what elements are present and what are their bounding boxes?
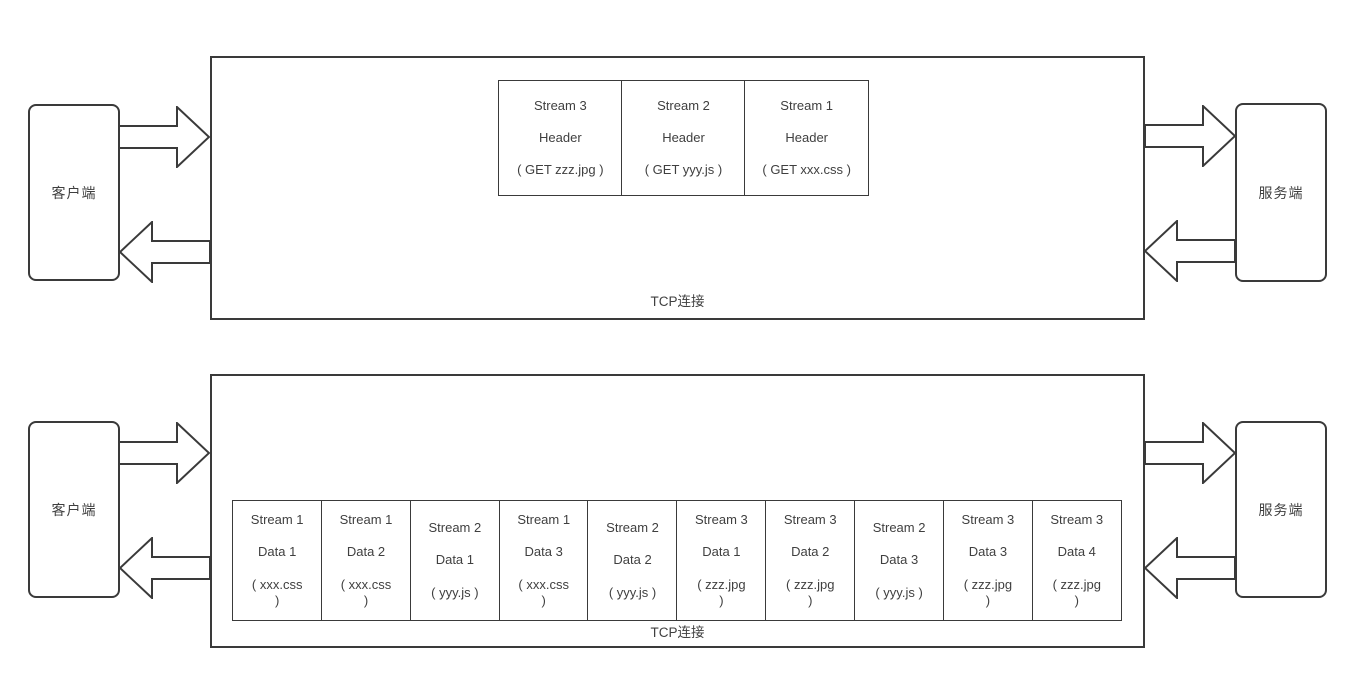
frame-payload-label: ( GET zzz.jpg ): [517, 162, 604, 178]
stream-frame: Stream 1 Data 2 ( xxx.css ): [320, 500, 412, 621]
frame-stream-label: Stream 2: [428, 520, 482, 536]
client-box: 客户端: [28, 421, 120, 598]
frame-payload-label: ( xxx.css ): [251, 576, 303, 608]
frame-stream-label: Stream 1: [517, 512, 571, 527]
frame-type-label: Data 1: [435, 552, 475, 568]
frame-type-label: Data 3: [524, 544, 563, 560]
frame-payload-label: ( yyy.js ): [431, 584, 479, 600]
frame-stream-label: Stream 2: [872, 520, 926, 536]
stream-frame: Stream 1 Data 1 ( xxx.css ): [232, 500, 323, 621]
request-right-arrow-icon: [118, 106, 210, 168]
frame-type-label: Data 2: [613, 552, 652, 568]
request-right-arrow-icon: [1144, 105, 1236, 167]
frame-payload-label: ( GET xxx.css ): [762, 162, 851, 178]
frame-payload-label: ( zzz.jpg ): [1052, 576, 1101, 608]
frame-stream-label: Stream 3: [533, 97, 587, 113]
frame-payload-label: ( yyy.js ): [608, 584, 657, 600]
stream-frame: Stream 1 Data 3 ( xxx.css ): [498, 500, 589, 621]
frame-type-label: Header: [662, 129, 705, 145]
stream-frame: Stream 2 Data 2 ( yyy.js ): [587, 500, 678, 621]
request-right-arrow-icon: [118, 422, 210, 484]
frame-stream-label: Stream 3: [783, 512, 837, 527]
client-box: 客户端: [28, 104, 120, 281]
frame-type-label: Data 3: [968, 544, 1008, 560]
tcp-connection-label: TCP连接: [650, 294, 705, 309]
client-label: 客户端: [51, 184, 97, 201]
frame-type-label: Header: [785, 129, 828, 145]
frame-type-label: Data 1: [702, 544, 741, 560]
frame-payload-label: ( zzz.jpg ): [786, 576, 835, 608]
frame-stream-label: Stream 3: [1050, 512, 1104, 527]
data-frames-row: Stream 1 Data 1 ( xxx.css ) Stream 1 Dat…: [232, 500, 1122, 621]
stream-frame: Stream 2 Data 1 ( yyy.js ): [409, 500, 501, 621]
server-box: 服务端: [1235, 103, 1327, 282]
stream-frame: Stream 1 Header ( GET xxx.css ): [744, 80, 870, 196]
tcp-connection-label: TCP连接: [650, 625, 705, 640]
frame-type-label: Data 4: [1057, 544, 1096, 560]
frame-type-label: Data 2: [346, 544, 386, 560]
frame-stream-label: Stream 3: [695, 512, 748, 527]
frame-stream-label: Stream 1: [780, 97, 834, 113]
frame-payload-label: ( zzz.jpg ): [963, 576, 1013, 608]
response-left-arrow-icon: [1144, 220, 1236, 282]
header-frames-row: Stream 3 Header ( GET zzz.jpg ) Stream 2…: [498, 80, 870, 196]
frame-stream-label: Stream 3: [961, 512, 1015, 527]
frame-type-label: Header: [539, 129, 582, 145]
client-label: 客户端: [51, 501, 97, 518]
stream-frame: Stream 2 Data 3 ( yyy.js ): [853, 500, 945, 621]
server-label: 服务端: [1258, 501, 1304, 518]
stream-frame: Stream 2 Header ( GET yyy.js ): [621, 80, 746, 196]
stream-frame: Stream 3 Data 1 ( zzz.jpg ): [676, 500, 767, 621]
response-left-arrow-icon: [1144, 537, 1236, 599]
frame-payload-label: ( xxx.css ): [340, 576, 392, 608]
frame-type-label: Data 3: [879, 552, 919, 568]
stream-frame: Stream 3 Data 4 ( zzz.jpg ): [1031, 500, 1122, 621]
frame-type-label: Data 2: [791, 544, 830, 560]
stream-frame: Stream 3 Data 3 ( zzz.jpg ): [942, 500, 1034, 621]
frame-stream-label: Stream 1: [339, 512, 393, 527]
response-left-arrow-icon: [119, 221, 211, 283]
frame-payload-label: ( zzz.jpg ): [697, 576, 746, 608]
frame-stream-label: Stream 2: [657, 97, 710, 113]
frame-stream-label: Stream 2: [606, 520, 659, 536]
frame-type-label: Data 1: [258, 544, 297, 560]
stream-frame: Stream 3 Header ( GET zzz.jpg ): [498, 80, 623, 196]
stream-frame: Stream 3 Data 2 ( zzz.jpg ): [765, 500, 856, 621]
frame-stream-label: Stream 1: [250, 512, 304, 527]
server-box: 服务端: [1235, 421, 1327, 598]
frame-payload-label: ( xxx.css ): [518, 576, 569, 608]
frame-payload-label: ( yyy.js ): [875, 584, 923, 600]
response-left-arrow-icon: [119, 537, 211, 599]
server-label: 服务端: [1258, 184, 1304, 201]
frame-payload-label: ( GET yyy.js ): [644, 162, 723, 178]
request-right-arrow-icon: [1144, 422, 1236, 484]
